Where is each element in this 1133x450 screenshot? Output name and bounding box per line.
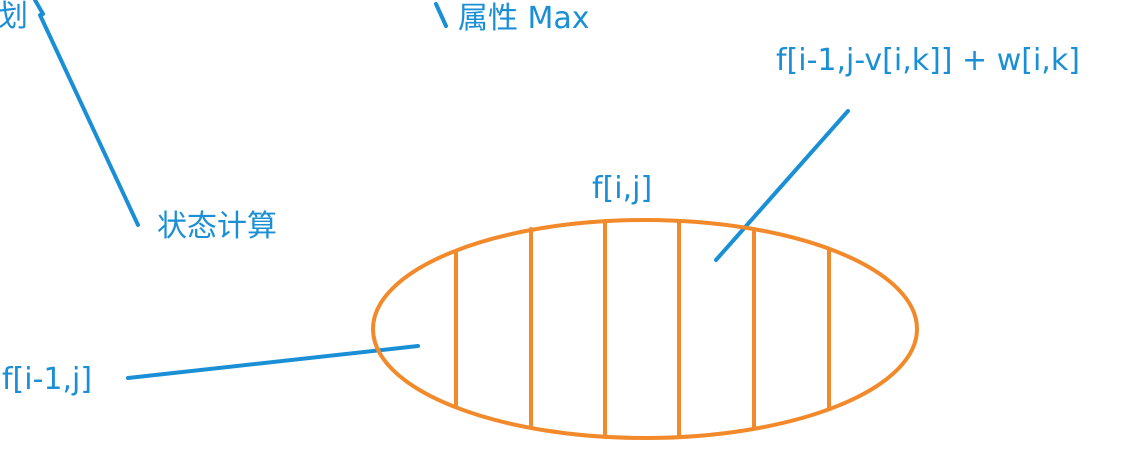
attribute-label: 属性 Max (458, 1, 590, 36)
connector-line-to-attribute (434, 2, 448, 28)
connector-line-to-no-choice-state (126, 344, 420, 380)
state-computation-label: 状态计算 (157, 209, 277, 244)
state-set-ellipse (371, 218, 919, 440)
connector-line-to-transition-formula (714, 109, 850, 262)
set-partitions (454, 219, 831, 439)
connector-line-top-left-stub (33, 0, 45, 16)
transition-formula-label: f[i-1,j-v[i,k]] + w[i,k] (776, 43, 1080, 78)
partial-label-top-left: 划 (0, 0, 28, 34)
current-state-label: f[i,j] (592, 171, 653, 206)
no-choice-state-label: f[i-1,j] (2, 362, 93, 397)
connector-line-to-state-computation (38, 13, 140, 227)
